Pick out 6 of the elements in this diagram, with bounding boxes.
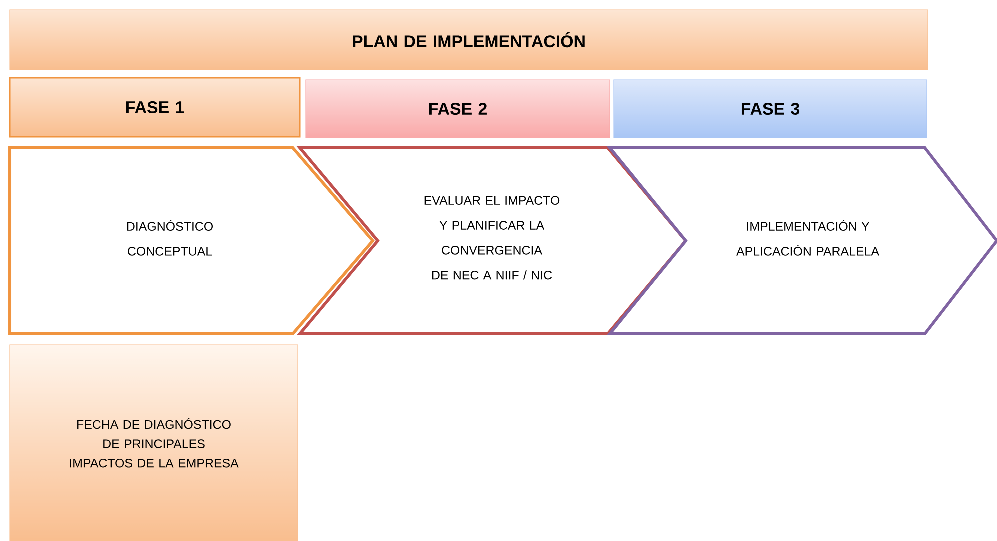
note-box: FECHA DE DIAGNÓSTICO DE PRINCIPALES IMPACTOS DE LA EMPRESA bbox=[10, 344, 298, 541]
title-band: PLAN DE IMPLEMENTACIÓN bbox=[10, 10, 928, 70]
phase-header: FASE 2 bbox=[306, 80, 610, 138]
phase-header: FASE 1 bbox=[9, 77, 301, 138]
node-label: IMPLEMENTACIÓN Y APLICACIÓN PARALELA bbox=[736, 220, 880, 256]
phase-header: FASE 3 bbox=[614, 80, 928, 138]
